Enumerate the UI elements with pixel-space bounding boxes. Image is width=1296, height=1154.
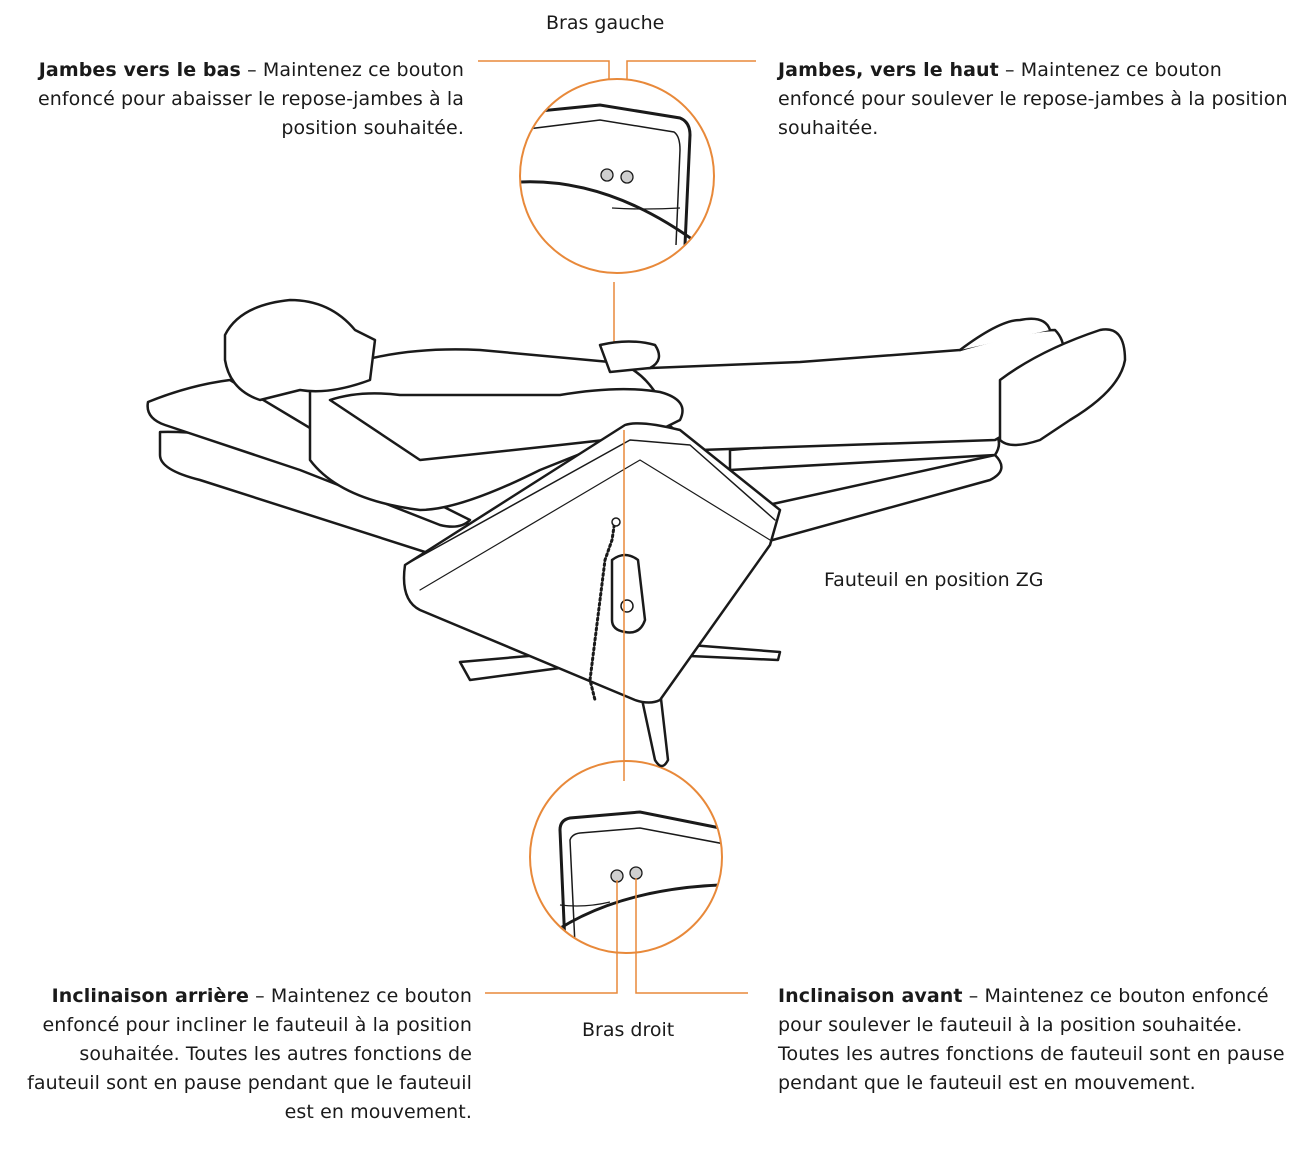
legs-down-callout: Jambes vers le bas – Maintenez ce bouton… xyxy=(4,56,464,143)
tilt-forward-button xyxy=(630,867,642,879)
legs-down-title: Jambes vers le bas xyxy=(39,59,241,81)
tilt-forward-callout: Inclinaison avant – Maintenez ce bouton … xyxy=(778,982,1288,1098)
legs-down-button xyxy=(601,169,613,181)
legs-up-title: Jambes, vers le haut xyxy=(778,59,999,81)
left-arm-label: Bras gauche xyxy=(546,11,664,35)
right-arm-zoom xyxy=(530,761,730,953)
zero-gravity-chair xyxy=(148,300,1125,766)
tilt-back-callout: Inclinaison arrière – Maintenez ce bouto… xyxy=(4,982,472,1127)
chair-position-label: Fauteuil en position ZG xyxy=(824,568,1043,592)
legs-up-button xyxy=(621,171,633,183)
tilt-forward-title: Inclinaison avant xyxy=(778,985,963,1007)
right-arm-label: Bras droit xyxy=(582,1018,674,1042)
legs-up-callout: Jambes, vers le haut – Maintenez ce bout… xyxy=(778,56,1294,143)
tilt-back-title: Inclinaison arrière xyxy=(52,985,249,1007)
left-arm-zoom xyxy=(520,79,714,273)
